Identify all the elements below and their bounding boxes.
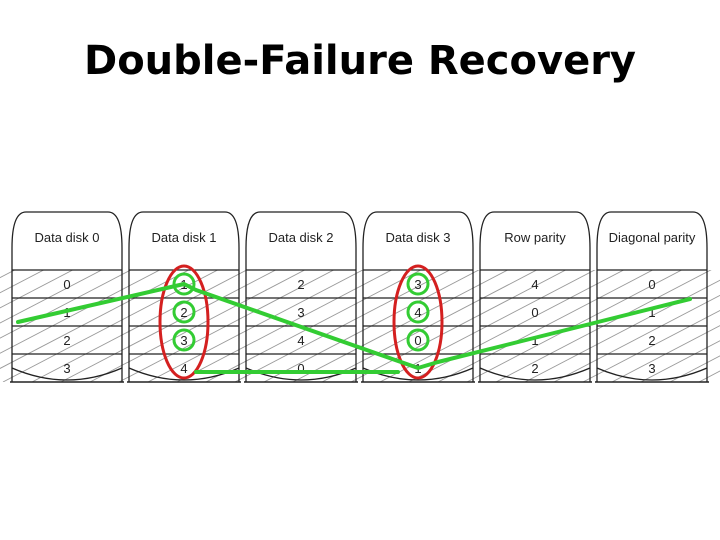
hatch-line xyxy=(379,270,596,382)
hatch-line xyxy=(31,270,248,382)
disk-4: Row parity 4 0 1 2 xyxy=(478,211,592,383)
hatch-line xyxy=(0,270,161,354)
disk-label: Data disk 1 xyxy=(151,230,216,245)
disk-outline xyxy=(596,211,708,382)
block-number: 4 xyxy=(180,361,187,376)
disk-label: Data disk 0 xyxy=(34,230,99,245)
hatch-line xyxy=(408,270,625,382)
failed-disk-outline xyxy=(158,264,210,380)
disk-5: Diagonal parity 0 1 2 3 xyxy=(595,211,709,383)
disk-bottom-curve xyxy=(596,367,708,381)
hatch-line xyxy=(437,270,654,382)
hatch-line xyxy=(524,279,720,382)
hatch-line xyxy=(60,270,277,382)
hatch-line xyxy=(147,270,364,382)
hatch-line xyxy=(89,270,306,382)
hatch-line xyxy=(263,270,480,382)
recovered-block-marker xyxy=(406,272,430,296)
hatch-line xyxy=(0,270,103,324)
hatch-line xyxy=(321,270,538,382)
block-number: 1 xyxy=(648,305,655,320)
block-number: 0 xyxy=(63,277,70,292)
disk-outline xyxy=(362,211,474,382)
block-number: 3 xyxy=(180,333,187,348)
disk-label: Data disk 2 xyxy=(268,230,333,245)
block-number: 2 xyxy=(180,305,187,320)
disk-outline xyxy=(479,211,591,382)
recovered-block-marker xyxy=(406,300,430,324)
block-number: 2 xyxy=(63,333,70,348)
block-number: 2 xyxy=(297,277,304,292)
hatch-line xyxy=(350,270,567,382)
disk-label: Row parity xyxy=(504,230,566,245)
hatch-line xyxy=(0,270,45,294)
disk-outline xyxy=(11,211,123,382)
recovered-block-marker xyxy=(172,300,196,324)
disk-outline xyxy=(128,211,240,382)
slide-title: Double-Failure Recovery xyxy=(83,38,636,84)
block-number: 2 xyxy=(531,361,538,376)
block-number: 4 xyxy=(414,305,421,320)
recovered-block-marker xyxy=(172,272,196,296)
recovered-block-marker xyxy=(406,328,430,352)
disk-outline xyxy=(245,211,357,382)
disk-bottom-curve xyxy=(11,367,123,381)
block-number: 0 xyxy=(297,361,304,376)
hatch-line xyxy=(118,270,335,382)
disk-label: Diagonal parity xyxy=(609,230,696,245)
hatch-line xyxy=(582,310,720,382)
hatch-line xyxy=(611,325,720,382)
block-number: 0 xyxy=(531,305,538,320)
disk-bottom-curve xyxy=(479,367,591,381)
hatch-line xyxy=(0,270,132,339)
recovery-overlay xyxy=(16,264,692,380)
hatch-line xyxy=(466,270,683,382)
hatch-line xyxy=(292,270,509,382)
block-number: 3 xyxy=(297,305,304,320)
hatch-line xyxy=(495,270,712,382)
hatch-line xyxy=(640,340,720,382)
hatch-line xyxy=(698,370,720,382)
diagonal-hatching xyxy=(0,270,720,382)
disk-2: Data disk 2 2 3 4 0 xyxy=(244,211,358,383)
block-number: 4 xyxy=(531,277,538,292)
disk-label: Data disk 3 xyxy=(385,230,450,245)
block-number: 4 xyxy=(297,333,304,348)
hatch-line xyxy=(669,355,720,382)
recovered-block-marker xyxy=(172,328,196,352)
block-number: 0 xyxy=(414,333,421,348)
hatch-line xyxy=(205,270,422,382)
hatch-line xyxy=(553,294,720,382)
recovery-path xyxy=(16,282,692,370)
block-number: 3 xyxy=(63,361,70,376)
block-number: 2 xyxy=(648,333,655,348)
failed-disk-outline xyxy=(392,264,444,380)
block-number: 3 xyxy=(414,277,421,292)
block-number: 0 xyxy=(648,277,655,292)
block-number: 1 xyxy=(531,333,538,348)
block-number: 3 xyxy=(648,361,655,376)
hatch-line xyxy=(0,270,74,309)
